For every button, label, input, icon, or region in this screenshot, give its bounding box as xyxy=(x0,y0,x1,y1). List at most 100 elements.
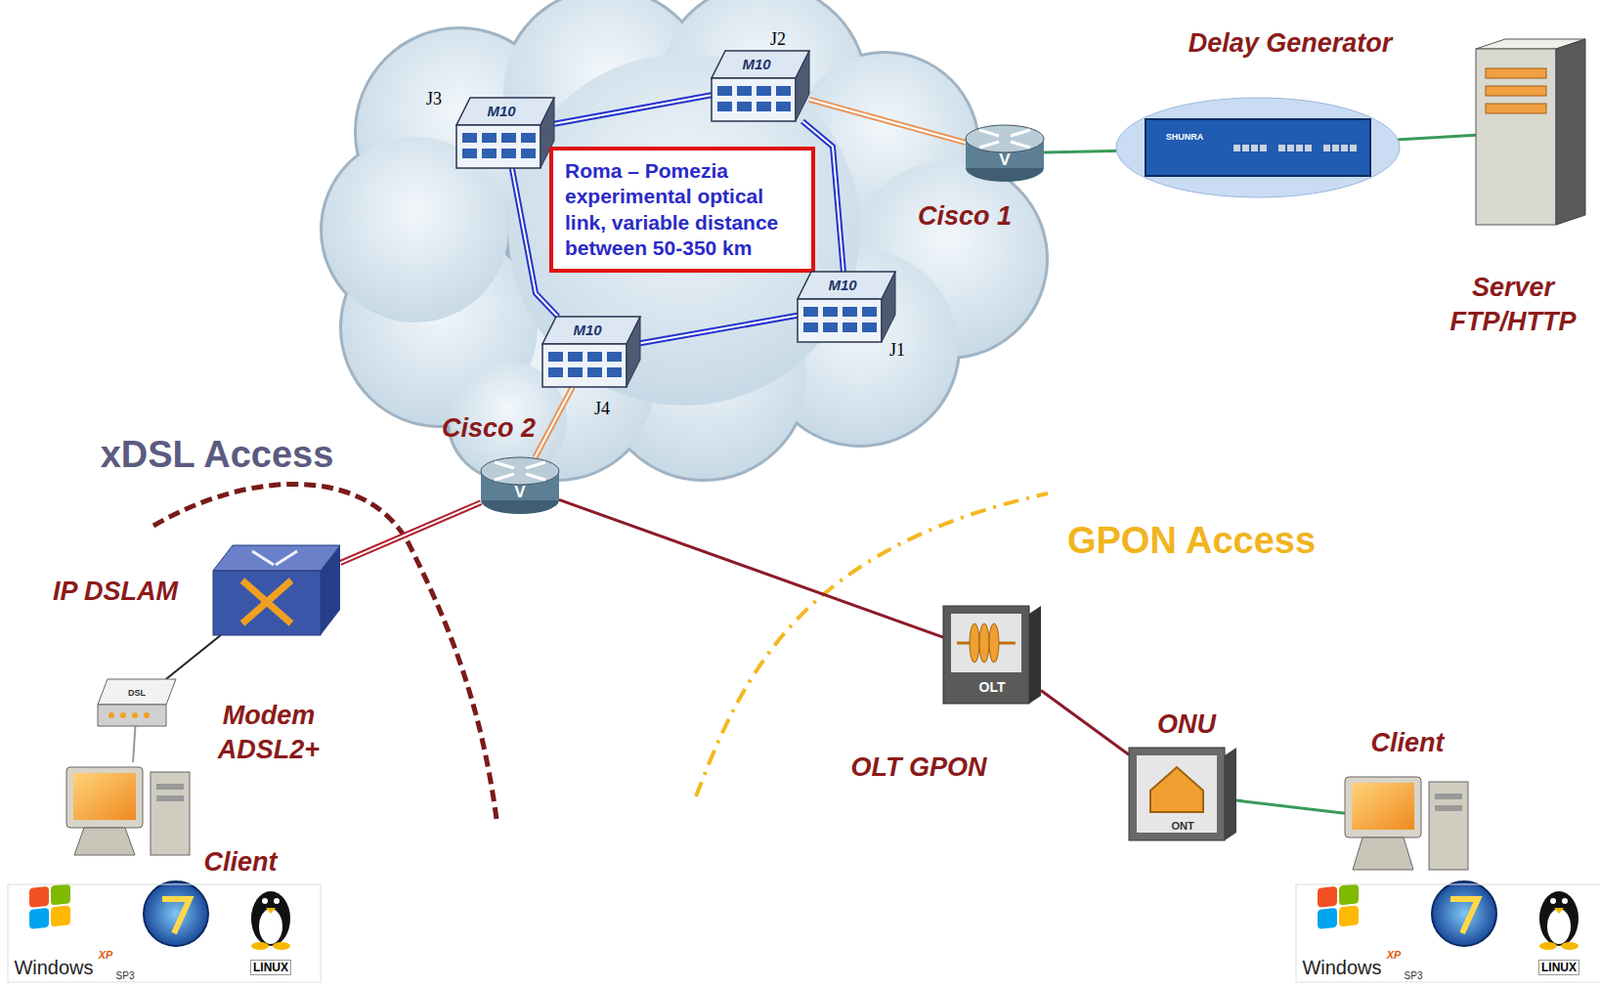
device-side xyxy=(795,50,810,122)
link-inner xyxy=(554,94,712,125)
device-label: J4 xyxy=(594,398,610,420)
switch-arrow xyxy=(252,551,298,565)
ont-device: ONTONU xyxy=(1128,747,1237,841)
router-arrow xyxy=(1010,129,1031,136)
device-top xyxy=(711,50,810,79)
router-icon xyxy=(480,457,560,515)
device-port xyxy=(822,322,838,333)
splitter-disk xyxy=(989,623,999,663)
logo-text: Windows xyxy=(1301,956,1382,980)
windows-flag xyxy=(1339,905,1359,927)
network-link xyxy=(166,635,221,680)
device-marking: M10 xyxy=(741,55,771,73)
windows7-glyph xyxy=(162,899,190,934)
ont-case xyxy=(1128,747,1225,841)
device-port xyxy=(822,306,838,317)
device-marking: SHUNRA xyxy=(1166,131,1205,142)
shunra-icon xyxy=(1116,97,1400,198)
device-port xyxy=(862,322,877,333)
m10-icon xyxy=(456,97,555,169)
monitor-screen xyxy=(73,773,136,821)
penguin-belly xyxy=(1547,908,1571,945)
access-boundary xyxy=(695,493,1048,797)
network-cloud xyxy=(322,0,1046,479)
penguin-belly xyxy=(259,908,283,945)
device-port xyxy=(842,322,858,333)
device-port xyxy=(520,148,536,159)
device-illustration xyxy=(213,545,341,636)
dslam-side xyxy=(320,545,341,636)
server-side xyxy=(1556,39,1586,225)
keyboard xyxy=(1352,837,1414,870)
penguin-beak xyxy=(1554,908,1564,914)
access-boundary xyxy=(153,483,497,820)
os-logos xyxy=(7,881,321,983)
device-port xyxy=(606,351,622,362)
device-side xyxy=(881,271,896,343)
penguin-foot xyxy=(1539,942,1557,951)
network-link xyxy=(640,315,798,344)
penguin-beak xyxy=(265,908,276,914)
device-port xyxy=(862,306,877,317)
region-label: GPON Access xyxy=(1067,519,1316,563)
ont-icon xyxy=(1128,747,1237,841)
device-label: J2 xyxy=(770,29,786,50)
olt-device: OLTOLT GPON xyxy=(943,605,1041,704)
drive-bay xyxy=(156,783,184,790)
drive-bay xyxy=(1485,103,1547,114)
rack-port xyxy=(1242,144,1250,152)
modem-led xyxy=(120,712,127,719)
olt-case xyxy=(943,605,1030,704)
device-top xyxy=(542,316,641,345)
router-device: VCisco 1 xyxy=(965,125,1044,182)
olt-icon xyxy=(943,605,1041,704)
device-port xyxy=(567,351,583,362)
device-port xyxy=(756,101,772,112)
network-link xyxy=(132,726,135,763)
penguin-foot xyxy=(251,942,269,951)
device-top xyxy=(456,97,555,126)
rack-port xyxy=(1278,144,1286,152)
link-outer xyxy=(534,387,572,458)
router-arrow xyxy=(1010,141,1031,148)
windows-flag xyxy=(50,905,71,927)
penguin-eye xyxy=(273,898,280,905)
note-text: Roma – Pomezia experimental optical link… xyxy=(564,158,800,261)
logo-text: SP3 xyxy=(116,970,135,982)
windows-flag xyxy=(1339,883,1359,906)
link-line xyxy=(166,635,221,680)
device-front xyxy=(797,299,882,343)
m10-device: M10J1 xyxy=(797,271,896,343)
device-port xyxy=(501,132,517,143)
windows7-orb xyxy=(143,881,209,947)
network-link xyxy=(809,99,966,143)
router-icon xyxy=(965,125,1044,182)
monitor xyxy=(1344,777,1422,838)
penguin-body xyxy=(251,891,291,947)
device-port xyxy=(567,367,583,378)
monitor-screen xyxy=(1351,782,1415,830)
penguin-foot xyxy=(1560,942,1579,951)
pc-device: Client xyxy=(1344,772,1472,870)
drive-bay xyxy=(1434,793,1463,800)
device-front xyxy=(711,78,796,122)
m10-device: M10J4 xyxy=(542,316,641,388)
device-port xyxy=(803,306,819,317)
rack-port xyxy=(1323,144,1331,152)
device-label: Client xyxy=(1370,728,1444,759)
network-link xyxy=(559,499,944,638)
modem-icon xyxy=(97,679,176,727)
device-marking: V xyxy=(514,482,525,503)
dslam-device: IP DSLAM xyxy=(213,545,341,636)
device-illustration xyxy=(1475,39,1586,225)
server-device: Server FTP/HTTP xyxy=(1475,39,1586,225)
device-port xyxy=(803,322,819,333)
device-port xyxy=(756,86,772,96)
cloud-outline xyxy=(508,53,861,406)
device-port xyxy=(462,132,477,143)
device-port xyxy=(776,101,791,112)
link-line xyxy=(132,726,135,763)
rack-port xyxy=(1304,144,1312,152)
dslam-top xyxy=(213,545,341,571)
router-arrow xyxy=(494,474,515,480)
